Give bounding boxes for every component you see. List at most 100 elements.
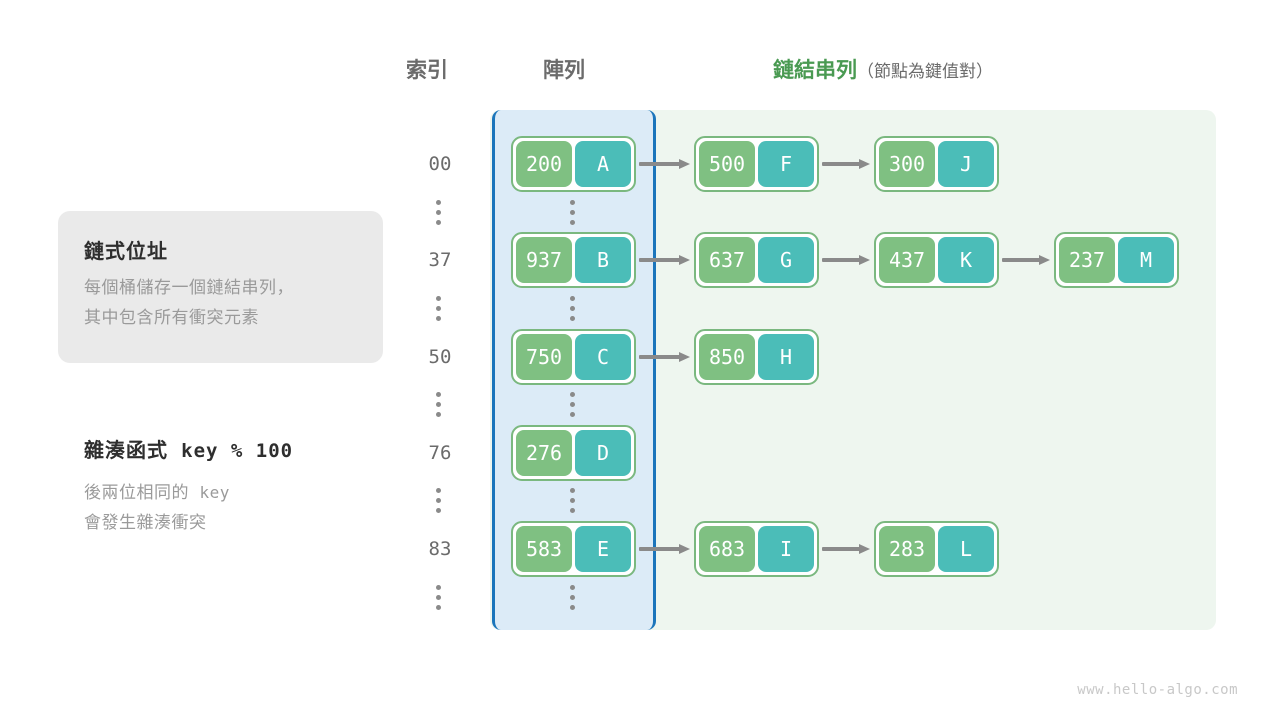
ellipsis-dot	[570, 498, 575, 503]
separate-chaining-info-card: 鏈式位址 每個桶儲存一個鏈結串列， 其中包含所有衝突元素	[58, 211, 383, 363]
next-pointer-arrow	[639, 255, 690, 265]
info-card-body-line1: 每個桶儲存一個鏈結串列，	[84, 278, 294, 297]
ellipsis-dot	[570, 585, 575, 590]
ellipsis-dot	[570, 392, 575, 397]
node-value: B	[575, 237, 631, 283]
hash-note-line2: 會發生雜湊衝突	[84, 513, 207, 532]
ellipsis-dot	[570, 402, 575, 407]
ellipsis-dot	[436, 402, 441, 407]
ellipsis-dot	[570, 595, 575, 600]
ellipsis-dot	[436, 498, 441, 503]
ellipsis-dot	[436, 296, 441, 301]
hash-function-title: 雜湊函式 key % 100	[84, 434, 293, 463]
hash-note-line1: 後兩位相同的 key	[84, 478, 230, 508]
node-value: J	[938, 141, 994, 187]
next-pointer-arrow	[1002, 255, 1050, 265]
ellipsis-dot	[570, 605, 575, 610]
hash-note-line1-code: key	[199, 483, 230, 502]
bucket-index-label: 76	[428, 442, 452, 464]
info-card-title: 鏈式位址	[84, 241, 168, 263]
arrow-shaft	[639, 162, 680, 166]
arrow-shaft	[1002, 258, 1040, 262]
ellipsis-dot	[570, 306, 575, 311]
ellipsis-dot	[436, 306, 441, 311]
hash-function-title-text: 雜湊函式	[84, 440, 168, 462]
ellipsis-dot	[436, 605, 441, 610]
node-key: 583	[516, 526, 572, 572]
ellipsis-dot	[436, 200, 441, 205]
node-key: 500	[699, 141, 755, 187]
ellipsis-dot	[436, 392, 441, 397]
node-key: 937	[516, 237, 572, 283]
ellipsis-dot	[436, 412, 441, 417]
arrow-head	[679, 159, 690, 169]
node-value: A	[575, 141, 631, 187]
bucket-index-label: 00	[428, 153, 452, 175]
bucket-index-label: 50	[428, 346, 452, 368]
node-value: F	[758, 141, 814, 187]
ellipsis-dots	[436, 296, 444, 321]
node-value: M	[1118, 237, 1174, 283]
arrow-shaft	[822, 162, 860, 166]
arrow-head	[1039, 255, 1050, 265]
node-key: 637	[699, 237, 755, 283]
ellipsis-dot	[436, 220, 441, 225]
node-key: 276	[516, 430, 572, 476]
ellipsis-dot	[436, 316, 441, 321]
arrow-head	[679, 352, 690, 362]
node-key: 237	[1059, 237, 1115, 283]
next-pointer-arrow	[639, 544, 690, 554]
ellipsis-dots	[436, 488, 444, 513]
column-header-array: 陣列	[543, 59, 585, 82]
ellipsis-dots	[570, 488, 578, 513]
ellipsis-dot	[436, 585, 441, 590]
ellipsis-dot	[570, 412, 575, 417]
node-key: 437	[879, 237, 935, 283]
bucket-index-label: 83	[428, 538, 452, 560]
ellipsis-dots	[436, 392, 444, 417]
arrow-head	[679, 255, 690, 265]
ellipsis-dots	[570, 585, 578, 610]
arrow-shaft	[639, 355, 680, 359]
ellipsis-dot	[436, 595, 441, 600]
node-key: 200	[516, 141, 572, 187]
node-value: I	[758, 526, 814, 572]
ellipsis-dot	[570, 296, 575, 301]
node-key: 283	[879, 526, 935, 572]
arrow-head	[859, 544, 870, 554]
watermark: www.hello-algo.com	[1077, 682, 1238, 698]
node-value: E	[575, 526, 631, 572]
next-pointer-arrow	[822, 159, 870, 169]
node-key: 683	[699, 526, 755, 572]
node-key: 750	[516, 334, 572, 380]
ellipsis-dot	[570, 508, 575, 513]
ellipsis-dot	[436, 210, 441, 215]
info-card-body: 每個桶儲存一個鏈結串列， 其中包含所有衝突元素	[84, 273, 294, 333]
ellipsis-dot	[570, 220, 575, 225]
arrow-shaft	[639, 547, 680, 551]
ellipsis-dot	[436, 508, 441, 513]
column-header-linked-list-main: 鏈結串列	[773, 59, 857, 82]
hash-note-line1-text: 後兩位相同的	[84, 483, 189, 502]
node-value: K	[938, 237, 994, 283]
next-pointer-arrow	[822, 544, 870, 554]
node-value: G	[758, 237, 814, 283]
next-pointer-arrow	[639, 159, 690, 169]
ellipsis-dots	[570, 200, 578, 225]
column-header-linked-list: 鏈結串列（節點為鍵值對）	[773, 54, 993, 84]
bucket-index-label: 37	[428, 249, 452, 271]
node-value: C	[575, 334, 631, 380]
